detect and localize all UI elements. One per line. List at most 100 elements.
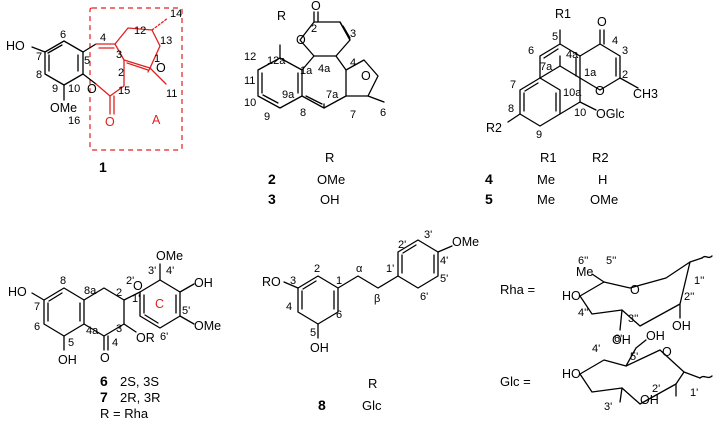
atom-number: β <box>374 293 380 305</box>
compound-id: 4 <box>485 171 493 187</box>
ome-label: OMe <box>452 235 479 249</box>
atom-number: 5 <box>552 31 558 43</box>
compound-id: 7 <box>100 389 108 405</box>
r-value: OH <box>320 192 340 207</box>
atom-number: 11 <box>244 75 255 87</box>
atom-number: 14 <box>170 8 182 20</box>
oh-label: OH <box>672 319 691 333</box>
atom-number: 6' <box>420 291 428 303</box>
compound-6-7: OMe OH OMe HO OH OR O O C 3' 2' 4' 1' 5'… <box>8 249 221 421</box>
atom-number: 2'' <box>684 291 694 303</box>
o-label: O <box>361 69 371 83</box>
atom-number: 6 <box>380 107 386 119</box>
config-text: 2R, 3R <box>120 390 160 405</box>
atom-number: 1' <box>132 293 140 305</box>
me-label: Me <box>576 265 593 279</box>
atom-number: 15 <box>118 85 130 97</box>
ho-label: HO <box>8 285 27 299</box>
atom-number: 3 <box>350 28 356 40</box>
ome-label: OMe <box>194 319 221 333</box>
atom-number: 8a <box>84 285 97 297</box>
r1-label: R1 <box>555 7 571 21</box>
o-label: O <box>156 61 166 75</box>
ro-label: RO <box>262 275 281 289</box>
atom-number: 4 <box>112 337 118 349</box>
atom-number: 4' <box>592 343 600 355</box>
atom-number: 16 <box>68 115 80 127</box>
atom-number: 4 <box>350 57 356 69</box>
o-label: O <box>311 0 321 13</box>
glc-label: Glc = <box>500 374 531 389</box>
atom-number: 10 <box>574 107 586 119</box>
compound-4-5: R1 O O CH3 R2 OGlc 5 4 3 6 4a 7a 1a 2 7 … <box>485 7 658 207</box>
o-label: O <box>296 33 306 47</box>
atom-number: 7 <box>510 79 516 91</box>
r2-value: OMe <box>590 192 618 207</box>
compound-2-3: R O O O 2 3 12 12a 4 11 1a 4a 10 9a 7a 8… <box>244 0 386 207</box>
atom-number: 3 <box>290 275 296 287</box>
atom-number: 4'' <box>578 307 588 319</box>
oglc-label: OGlc <box>596 107 624 121</box>
atom-number: 6 <box>60 29 66 41</box>
table-header: R <box>368 376 377 391</box>
o-label: O <box>133 279 143 293</box>
ch3-label: CH3 <box>633 87 658 101</box>
atom-number: 2' <box>398 239 406 251</box>
atom-number: 4 <box>100 32 106 44</box>
atom-number: 7 <box>34 301 40 313</box>
compound-8: RO OH OMe 2 3 1 4 6 5 α β 1' 2' 3' 4' 5'… <box>262 229 479 413</box>
ring-label: A <box>152 113 161 127</box>
atom-number: 2 <box>118 67 124 79</box>
r1-value: Me <box>537 192 555 207</box>
atom-number: 8 <box>36 69 42 81</box>
r2-label: R2 <box>486 121 502 135</box>
rhamnose-definition: Rha = HO Me O OH OH 6'' 5'' 1'' 4'' 3'' … <box>500 255 713 347</box>
atom-number: 4a <box>86 325 99 337</box>
compound-1: HO OMe O O O 14 12 13 4 3 6 5 7 2 8 1 15… <box>6 7 183 175</box>
r2-value: H <box>598 172 607 187</box>
ome-label: OMe <box>50 101 77 115</box>
atom-number: 4 <box>286 301 292 313</box>
compound-id: 8 <box>318 397 326 413</box>
atom-number: 8 <box>508 103 514 115</box>
atom-number: 5'' <box>606 255 616 267</box>
o-label: O <box>105 115 115 129</box>
compound-id: 1 <box>99 159 107 175</box>
atom-number: 10 <box>244 97 256 109</box>
atom-number: 9a <box>282 89 295 101</box>
ring-label: C <box>155 297 164 311</box>
r-definition: R = Rha <box>100 406 149 421</box>
o-label: O <box>630 283 640 297</box>
atom-number: 1' <box>386 263 394 275</box>
oh-label: OH <box>310 341 329 355</box>
atom-number: 4 <box>612 35 618 47</box>
atom-number: 10a <box>563 87 582 99</box>
atom-number: 2' <box>652 383 660 395</box>
atom-number: 6 <box>34 321 40 333</box>
o-label: O <box>100 351 110 365</box>
atom-number: 2 <box>311 23 317 35</box>
oh-label: OH <box>58 353 77 367</box>
atom-number: 5 <box>68 337 74 349</box>
atom-number: 1a <box>300 65 313 77</box>
compound-id: 2 <box>268 171 276 187</box>
atom-number: 8 <box>300 107 306 119</box>
r-value: OMe <box>317 172 345 187</box>
atom-number: 6' <box>614 333 622 345</box>
atom-number: 3 <box>116 49 122 61</box>
atom-number: 7a <box>540 61 553 73</box>
ho-label: HO <box>562 367 581 381</box>
atom-number: 1a <box>584 67 597 79</box>
atom-number: 2 <box>622 69 628 81</box>
atom-number: 7 <box>350 109 356 121</box>
oh-label: OH <box>612 333 631 347</box>
atom-number: 12 <box>244 51 256 63</box>
rha-label: Rha = <box>500 282 535 297</box>
atom-number: 5 <box>310 327 316 339</box>
atom-number: 11 <box>166 88 177 100</box>
r-value: Glc <box>362 398 382 413</box>
atom-number: 5' <box>630 351 638 363</box>
atom-number: 1 <box>154 53 160 65</box>
compound-id: 5 <box>485 191 493 207</box>
